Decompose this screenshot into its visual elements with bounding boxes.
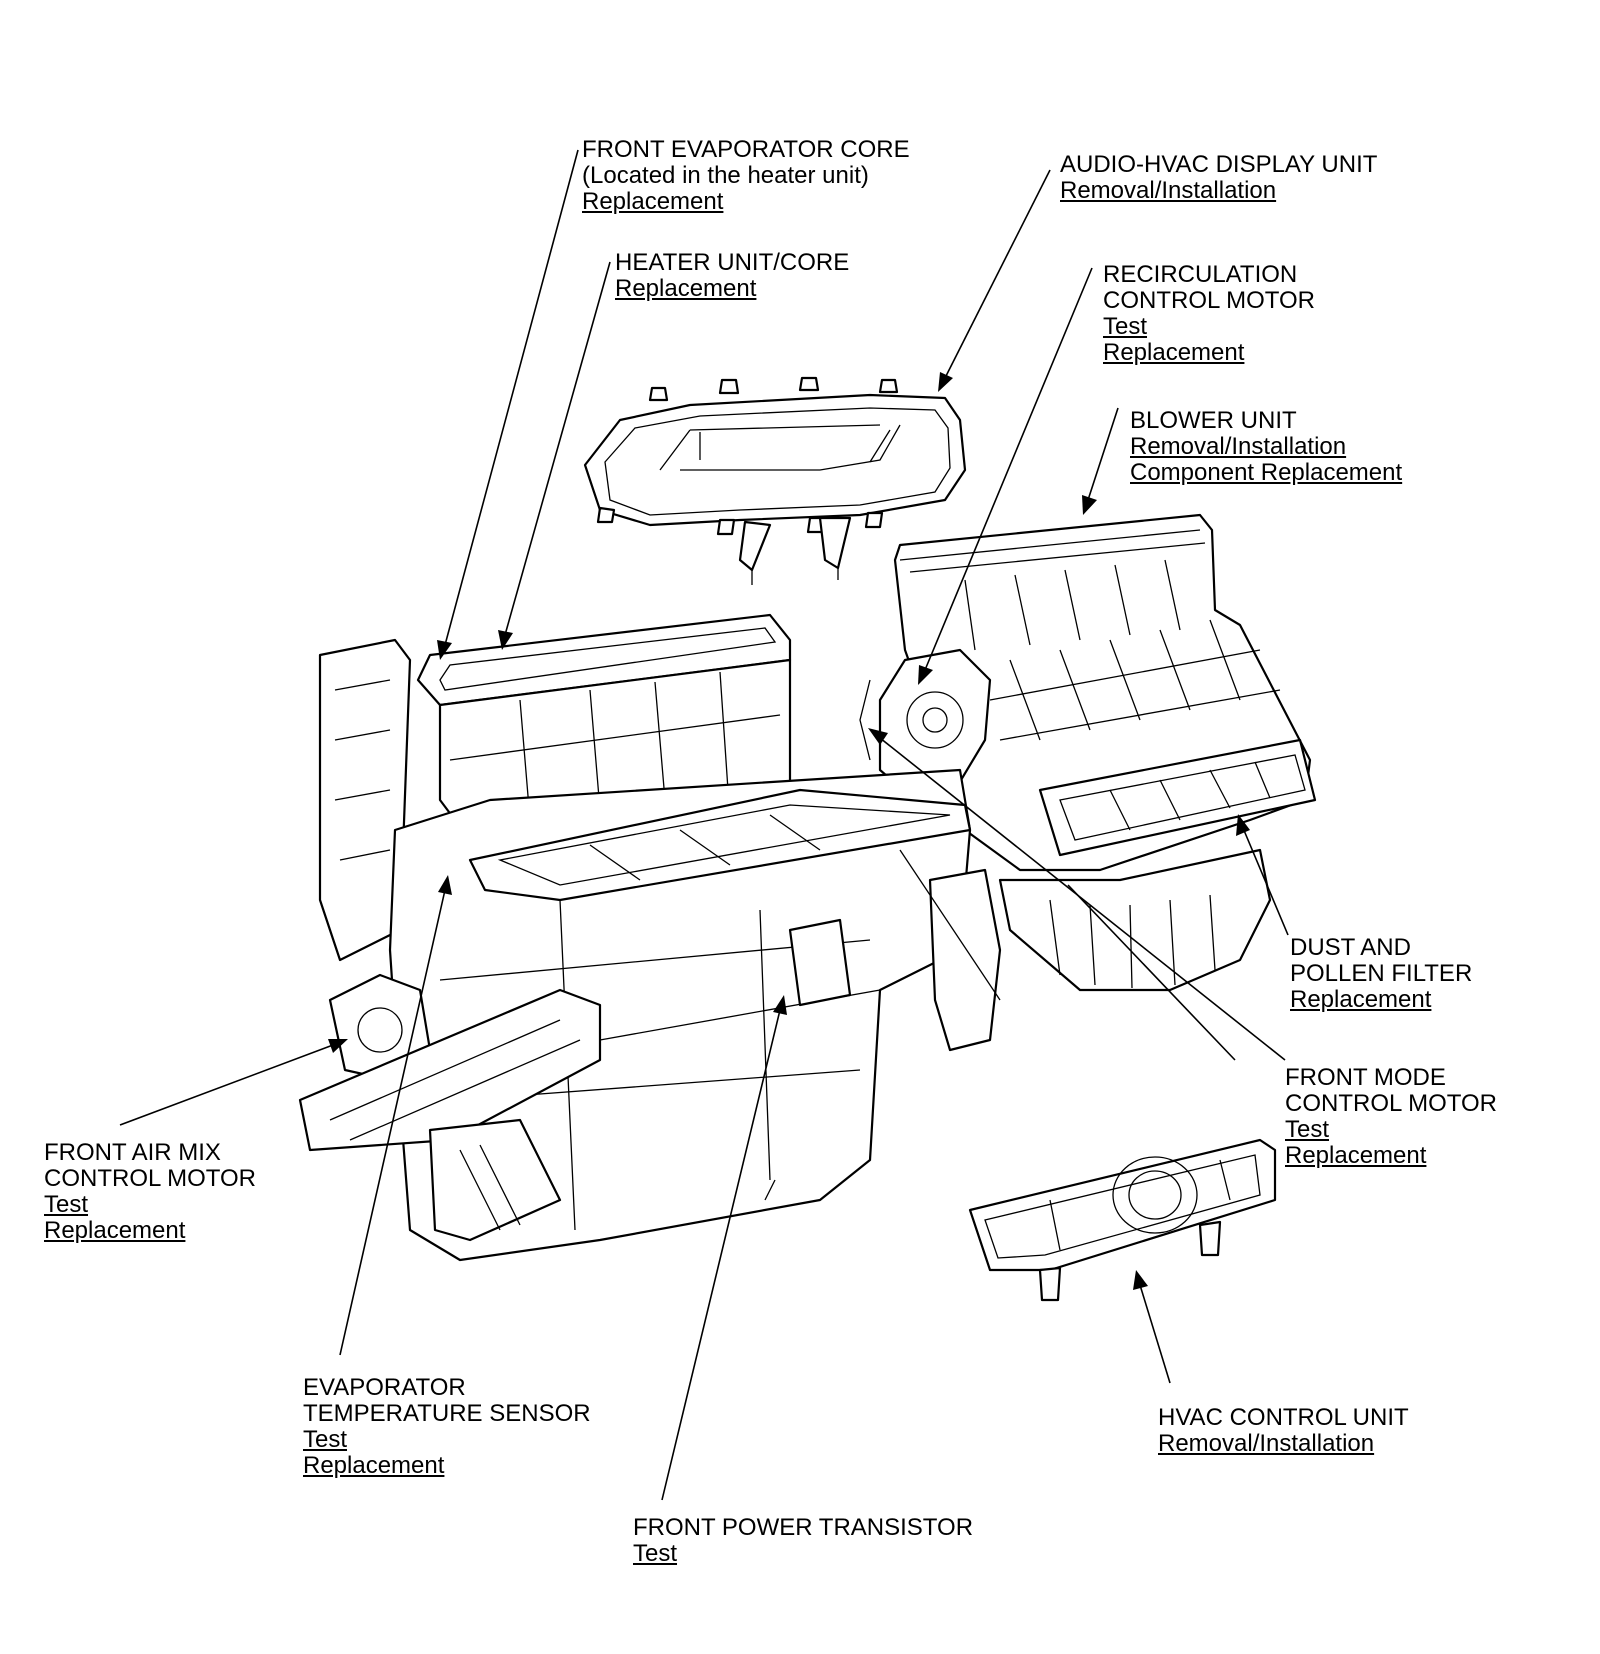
- replacement-link[interactable]: Replacement: [615, 275, 757, 302]
- callout-title: FRONT AIR MIX: [44, 1139, 221, 1166]
- replacement-link[interactable]: Replacement: [44, 1217, 186, 1244]
- callout-front-air-mix-control-motor: FRONT AIR MIX CONTROL MOTOR Test Replace…: [44, 1140, 256, 1244]
- callout-hvac-control-unit: HVAC CONTROL UNIT Removal/Installation: [1158, 1405, 1409, 1457]
- component-replacement-link[interactable]: Component Replacement: [1130, 459, 1403, 486]
- callout-dust-and-pollen-filter: DUST AND POLLEN FILTER Replacement: [1290, 935, 1472, 1013]
- callout-evaporator-temperature-sensor: EVAPORATOR TEMPERATURE SENSOR Test Repla…: [303, 1375, 591, 1479]
- audio-hvac-display-unit-drawing: [583, 376, 967, 585]
- callout-audio-hvac-display-unit: AUDIO-HVAC DISPLAY UNIT Removal/Installa…: [1060, 152, 1377, 204]
- callout-title: HEATER UNIT/CORE: [615, 249, 850, 276]
- replacement-link[interactable]: Replacement: [1103, 339, 1245, 366]
- callout-note: (Located in the heater unit): [582, 162, 869, 189]
- test-link[interactable]: Test: [1285, 1116, 1330, 1143]
- callout-title: AUDIO-HVAC DISPLAY UNIT: [1060, 151, 1378, 178]
- callout-title: FRONT POWER TRANSISTOR: [633, 1514, 974, 1541]
- callout-heater-unit-core: HEATER UNIT/CORE Replacement: [615, 250, 849, 302]
- test-link[interactable]: Test: [44, 1191, 89, 1218]
- heater-unit-drawing: [298, 613, 1002, 1262]
- replacement-link[interactable]: Replacement: [1285, 1142, 1427, 1169]
- test-link[interactable]: Test: [1103, 313, 1148, 340]
- callout-title-line2: TEMPERATURE SENSOR: [303, 1400, 591, 1427]
- callout-title-line2: POLLEN FILTER: [1290, 960, 1473, 987]
- hvac-control-unit-drawing: [968, 1138, 1277, 1302]
- replacement-link[interactable]: Replacement: [1290, 986, 1432, 1013]
- test-link[interactable]: Test: [633, 1540, 678, 1567]
- callout-title: RECIRCULATION: [1103, 261, 1298, 288]
- callout-title: FRONT EVAPORATOR CORE: [582, 136, 910, 163]
- removal-installation-link[interactable]: Removal/Installation: [1060, 177, 1277, 204]
- callout-title-line2: CONTROL MOTOR: [1103, 287, 1316, 314]
- removal-installation-link[interactable]: Removal/Installation: [1158, 1430, 1375, 1457]
- callout-title-line2: CONTROL MOTOR: [1285, 1090, 1498, 1117]
- blower-unit-drawing: [859, 513, 1317, 992]
- callout-recirculation-control-motor: RECIRCULATION CONTROL MOTOR Test Replace…: [1103, 262, 1315, 366]
- callout-title: HVAC CONTROL UNIT: [1158, 1404, 1409, 1431]
- callout-blower-unit: BLOWER UNIT Removal/Installation Compone…: [1130, 408, 1402, 486]
- callout-title-line2: CONTROL MOTOR: [44, 1165, 257, 1192]
- callout-title: DUST AND: [1290, 934, 1411, 961]
- callout-front-mode-control-motor: FRONT MODE CONTROL MOTOR Test Replacemen…: [1285, 1065, 1497, 1169]
- test-link[interactable]: Test: [303, 1426, 348, 1453]
- callout-front-power-transistor: FRONT POWER TRANSISTOR Test: [633, 1515, 973, 1567]
- callout-title: FRONT MODE: [1285, 1064, 1446, 1091]
- callout-title: EVAPORATOR: [303, 1374, 466, 1401]
- replacement-link[interactable]: Replacement: [582, 188, 724, 215]
- replacement-link[interactable]: Replacement: [303, 1452, 445, 1479]
- callout-front-evaporator-core: FRONT EVAPORATOR CORE (Located in the he…: [582, 137, 910, 215]
- callout-title: BLOWER UNIT: [1130, 407, 1297, 434]
- leader-lines: [119, 149, 1289, 1501]
- removal-installation-link[interactable]: Removal/Installation: [1130, 433, 1347, 460]
